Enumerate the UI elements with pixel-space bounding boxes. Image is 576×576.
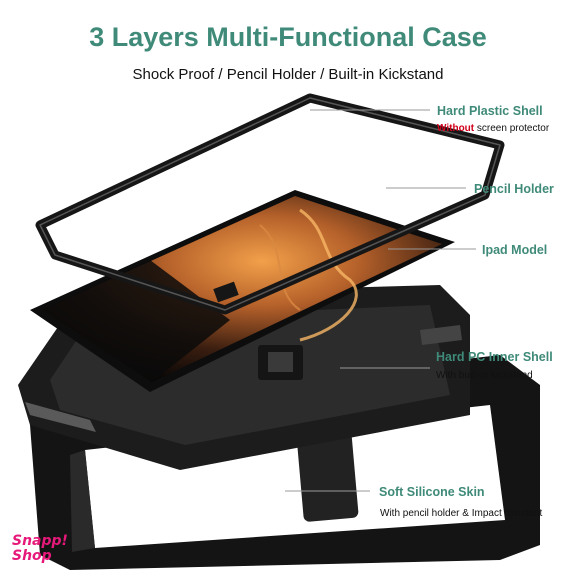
brand-logo: Snapp! Shop bbox=[12, 534, 68, 564]
callout-hard-plastic-shell: Hard Plastic Shell bbox=[437, 104, 543, 118]
tablet-model-layer bbox=[30, 190, 455, 392]
brand-logo-line2: Shop bbox=[12, 548, 52, 564]
brand-logo-line1: Snapp! bbox=[12, 533, 68, 549]
callout-hard-pc-inner-shell: Hard PC Inner Shell bbox=[436, 350, 553, 364]
callout-hard-plastic-shell-note: Without screen protector bbox=[437, 123, 549, 134]
callout-hard-pc-inner-shell-note: With built-in kickstand bbox=[436, 370, 533, 381]
leader-lines bbox=[285, 109, 476, 492]
callout-soft-silicone-skin-note: With pencil holder & Impact resistant bbox=[380, 508, 543, 519]
callout-ipad-model: Ipad Model bbox=[482, 243, 548, 257]
callout-pencil-holder: Pencil Holder bbox=[474, 182, 554, 196]
callout-soft-silicone-skin: Soft Silicone Skin bbox=[379, 485, 485, 499]
page-subtitle: Shock Proof / Pencil Holder / Built-in K… bbox=[132, 66, 444, 83]
warning-text: Without bbox=[437, 123, 475, 134]
page-title: 3 Layers Multi-Functional Case bbox=[89, 22, 487, 52]
plastic-shell-layer bbox=[35, 93, 505, 315]
note-text: screen protector bbox=[474, 123, 550, 134]
